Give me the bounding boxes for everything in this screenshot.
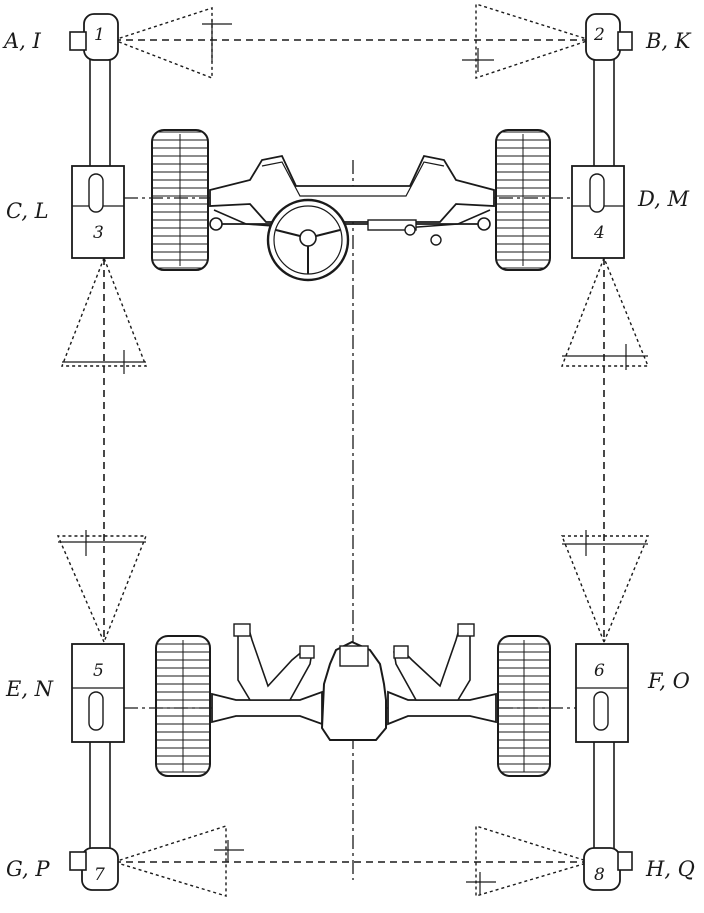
label-top-right: B, K xyxy=(645,29,692,53)
rear-axle-assembly xyxy=(124,623,576,777)
fan-4 xyxy=(560,257,650,367)
unit-number-4: 4 xyxy=(593,223,605,243)
label-upper-left: C, L xyxy=(6,199,49,223)
label-lower-right: F, O xyxy=(647,669,690,693)
fan-3 xyxy=(60,257,148,367)
measuring-head-right-front: 2 4 xyxy=(571,13,633,259)
fan-6 xyxy=(560,535,650,643)
unit-number-5: 5 xyxy=(93,661,104,681)
rear-left-trailing-arm xyxy=(237,624,313,701)
unit-number-7: 7 xyxy=(94,865,105,885)
measuring-head-right-rear: 6 8 xyxy=(575,643,633,891)
unit-number-8: 8 xyxy=(594,865,605,885)
fan-2 xyxy=(475,3,591,79)
measuring-head-left-rear: 5 7 xyxy=(69,643,125,891)
front-axle-assembly xyxy=(124,129,572,282)
fan-8 xyxy=(475,825,591,897)
measuring-head-left-front: 1 3 xyxy=(69,13,125,259)
label-lower-left: E, N xyxy=(5,677,54,701)
unit-number-1: 1 xyxy=(94,25,105,45)
label-upper-right: D, M xyxy=(637,187,689,211)
unit-number-2: 2 xyxy=(593,25,605,45)
unit-number-3: 3 xyxy=(93,223,104,243)
label-bottom-right: H, Q xyxy=(645,857,695,881)
fan-5 xyxy=(56,535,148,643)
fan-1 xyxy=(113,7,213,80)
position-labels: A, I B, K C, L D, M E, N F, O G, P H, Q xyxy=(2,29,695,881)
rear-differential xyxy=(320,640,387,741)
unit-number-6: 6 xyxy=(594,661,605,681)
projection-fans xyxy=(56,3,650,897)
beam-lines xyxy=(103,39,605,863)
label-top-left: A, I xyxy=(2,29,42,53)
fan-7 xyxy=(113,825,227,897)
label-bottom-left: G, P xyxy=(6,857,50,881)
rear-right-trailing-arm xyxy=(393,624,471,701)
front-crossmember xyxy=(209,154,495,223)
steering-wheel-icon xyxy=(266,198,350,282)
